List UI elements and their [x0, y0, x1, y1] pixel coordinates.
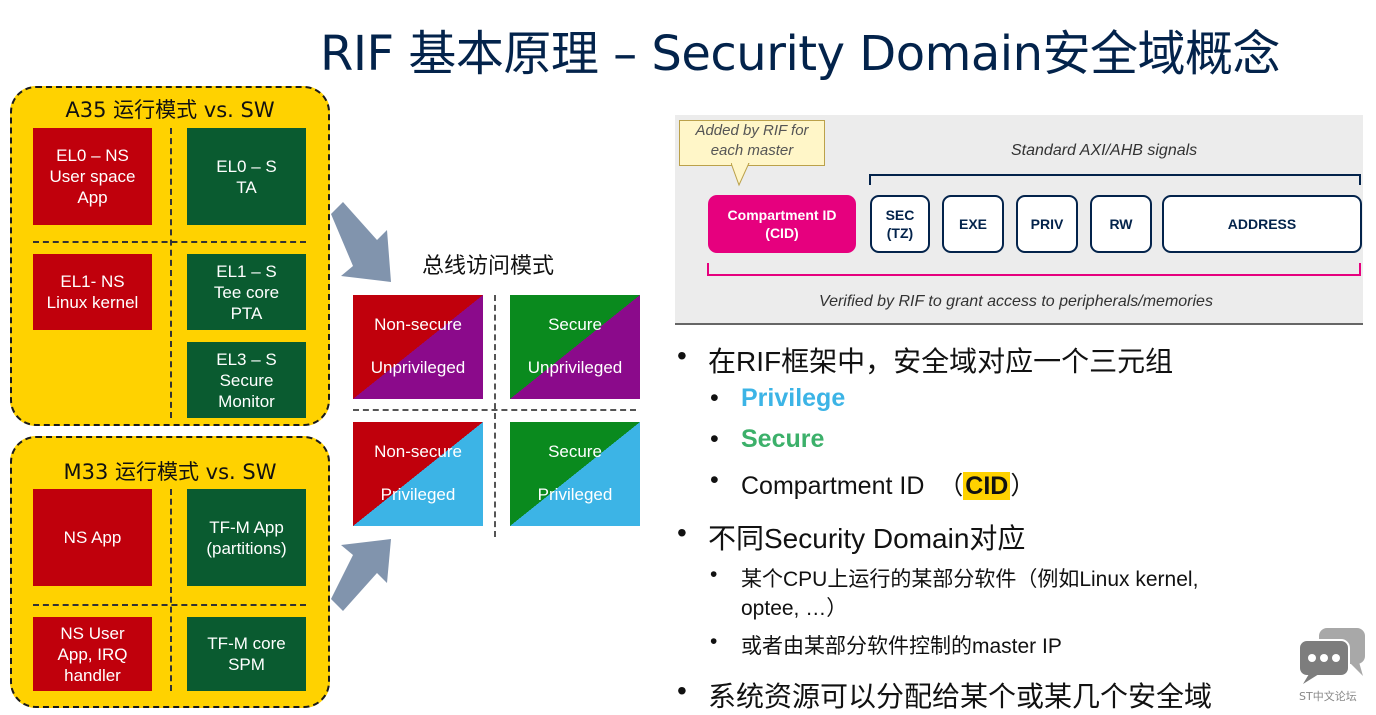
rif-note-text: Added by RIF for each master [695, 122, 809, 159]
m33-vertical-divider [170, 489, 172, 691]
rif-note-callout: Added by RIF for each master [679, 120, 825, 166]
compartment-id-box: Compartment ID (CID) [708, 195, 856, 253]
m33-block-ns-user-label: NS User App, IRQ handler [57, 623, 128, 685]
signal-sec-label: SEC (TZ) [885, 207, 915, 241]
m33-panel-title: M33 运行模式 vs. SW [63, 460, 277, 484]
compartment-id-close: ） [1010, 472, 1036, 500]
bullet-privilege: Privilege [741, 384, 846, 412]
a35-panel: A35 运行模式 vs. SW EL0 – NS User space App … [10, 86, 330, 426]
signal-rw-box: RW [1090, 195, 1152, 253]
a35-block-el0-s-label: EL0 – S TA [216, 156, 277, 197]
quad-nonsecure-privileged: Non-secure Privileged [353, 422, 483, 526]
cid-highlight: CID [963, 472, 1011, 500]
bullet-dot: • [710, 466, 719, 494]
a35-block-el1-s: EL1 – S Tee core PTA [187, 254, 306, 330]
bullet-dot: • [677, 340, 687, 371]
quad-nonsecure-unprivileged-line1: Non-secure [374, 315, 462, 334]
quad-secure-privileged-line2: Privileged [537, 485, 613, 504]
quad-nonsecure-privileged-line1: Non-secure [374, 442, 462, 461]
bus-access-title: 总线访问模式 [422, 254, 555, 279]
page-title: RIF 基本原理 – Security Domain安全域概念 [320, 26, 1281, 82]
signal-exe-box: EXE [942, 195, 1004, 253]
quad-nonsecure-privileged-line2: Privileged [380, 485, 456, 504]
quad-secure-unprivileged-line2: Unprivileged [527, 358, 623, 377]
signal-address-box: ADDRESS [1162, 195, 1362, 253]
m33-block-tfm-app-label: TF-M App (partitions) [206, 517, 287, 558]
bullet-cpu-software-line1: 某个CPU上运行的某部分软件（例如Linux kernel, [741, 568, 1199, 591]
bullet-dot: • [710, 563, 718, 586]
down-right-arrow-icon [331, 202, 391, 282]
m33-block-ns-app: NS App [33, 489, 152, 586]
watermark-label: ST中文论坛 [1299, 690, 1357, 703]
up-right-arrow-icon [331, 539, 391, 611]
bullet-dot: • [710, 630, 718, 653]
a35-block-el1-s-label: EL1 – S Tee core PTA [213, 261, 280, 323]
bus-vertical-divider [494, 295, 496, 537]
note-pointer [731, 163, 750, 187]
verified-label: Verified by RIF to grant access to perip… [819, 293, 1213, 310]
quad-secure-unprivileged: Secure Unprivileged [510, 295, 640, 399]
m33-block-tfm-core: TF-M core SPM [187, 617, 306, 691]
a35-block-el1-ns: EL1- NS Linux kernel [33, 254, 152, 330]
signal-sec-box: SEC (TZ) [870, 195, 930, 253]
signal-rw-label: RW [1109, 216, 1133, 232]
bullet-system-resources: 系统资源可以分配给某个或某几个安全域 [708, 681, 1213, 712]
signal-exe-label: EXE [958, 216, 987, 232]
compartment-id-text: Compartment ID （ [741, 472, 964, 500]
m33-horizontal-divider [33, 604, 306, 606]
bullet-secure: Secure [741, 425, 825, 453]
bullet-security-domain: 不同Security Domain对应 [708, 523, 1026, 554]
a35-panel-title: A35 运行模式 vs. SW [65, 98, 275, 122]
a35-block-el0-s: EL0 – S TA [187, 128, 306, 225]
standard-signals-bracket [869, 174, 1361, 185]
bullet-rif-triple: 在RIF框架中，安全域对应一个三元组 [708, 346, 1174, 377]
signal-priv-label: PRIV [1030, 216, 1064, 232]
signal-priv-box: PRIV [1016, 195, 1078, 253]
bullet-master-ip: 或者由某部分软件控制的master IP [741, 635, 1062, 658]
bullet-dot: • [677, 675, 687, 706]
bullet-dot: • [677, 517, 687, 548]
quad-secure-unprivileged-line1: Secure [548, 315, 602, 334]
m33-block-ns-app-label: NS App [63, 528, 122, 547]
quad-secure-privileged-line1: Secure [548, 442, 602, 461]
a35-block-el3-s: EL3 – S Secure Monitor [187, 342, 306, 418]
verified-bracket [707, 263, 1361, 276]
quad-nonsecure-unprivileged-line2: Unprivileged [370, 358, 466, 377]
bullet-dot: • [710, 425, 719, 453]
bullet-cpu-software-line2: optee, …） [741, 597, 848, 620]
a35-horizontal-divider [33, 241, 306, 243]
standard-signals-label: Standard AXI/AHB signals [1011, 142, 1198, 159]
a35-block-el0-ns: EL0 – NS User space App [33, 128, 152, 225]
signal-address-label: ADDRESS [1227, 216, 1297, 232]
a35-block-el0-ns-label: EL0 – NS User space App [49, 146, 136, 207]
bus-horizontal-divider [353, 409, 636, 411]
a35-block-el3-s-label: EL3 – S Secure Monitor [216, 349, 277, 411]
quad-secure-privileged: Secure Privileged [510, 422, 640, 526]
a35-vertical-divider [170, 128, 172, 418]
m33-block-ns-user: NS User App, IRQ handler [33, 617, 152, 691]
m33-panel: M33 运行模式 vs. SW NS App TF-M App (partiti… [10, 436, 330, 708]
bullet-dot: • [710, 384, 719, 412]
m33-block-tfm-app: TF-M App (partitions) [187, 489, 306, 586]
m33-block-tfm-core-label: TF-M core SPM [207, 634, 286, 674]
signals-panel: Added by RIF for each master Standard AX… [675, 115, 1363, 325]
chat-bubbles-icon [1298, 628, 1365, 684]
a35-block-el1-ns-label: EL1- NS Linux kernel [46, 272, 139, 312]
compartment-id-label: Compartment ID (CID) [727, 207, 837, 241]
quad-nonsecure-unprivileged: Non-secure Unprivileged [353, 295, 483, 399]
bullet-compartment-id: Compartment ID （CID） [741, 466, 1035, 502]
